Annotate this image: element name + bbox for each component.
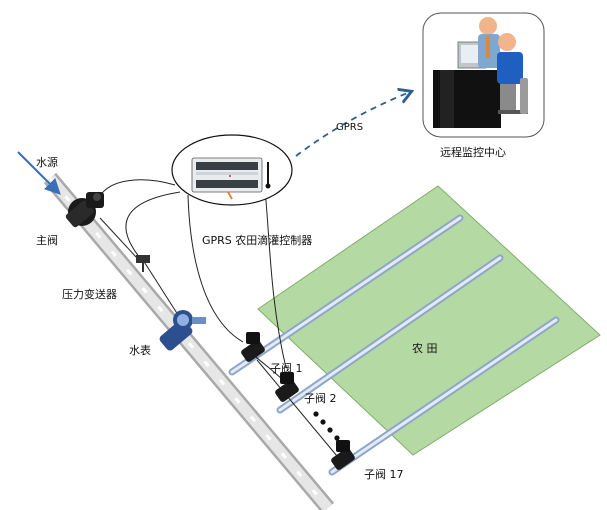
main-pipe [43,172,335,510]
farmland-label: 农 田 [412,341,438,355]
sub-valve-2-icon [275,372,299,402]
ellipsis-dots [313,411,340,441]
pressure-transmitter-label: 压力变送器 [62,287,117,301]
farmland-field [257,185,601,456]
main-valve-icon [65,192,104,228]
pressure-sensor-icon [136,255,150,272]
controller-device-icon [191,157,263,193]
controller-label: GPRS 农田滴灌控制器 [202,233,312,247]
sub-valve-2-label: 子阀 2 [304,391,337,405]
gprs-signal-arrow-icon [295,92,410,157]
antenna-icon [265,162,271,189]
controller-bubble [171,134,293,206]
main-valve-label: 主阀 [36,233,58,247]
monitor-center-panel [422,12,545,138]
sub-valve-17-label: 子阀 17 [364,467,404,481]
water-meter-label: 水表 [129,343,151,357]
gprs-label: GPRS [336,122,363,133]
sub-valve-1-icon [241,332,265,362]
water-source-arrow-icon [17,151,61,195]
water-meter-icon [159,310,206,351]
monitor-center-label: 远程监控中心 [440,145,506,159]
sub-valve-17-icon [331,440,355,470]
water-source-label: 水源 [36,155,58,169]
office-workers-icon [433,17,528,128]
sub-valve-1-label: 子阀 1 [270,361,303,375]
drip-lines [228,214,560,476]
